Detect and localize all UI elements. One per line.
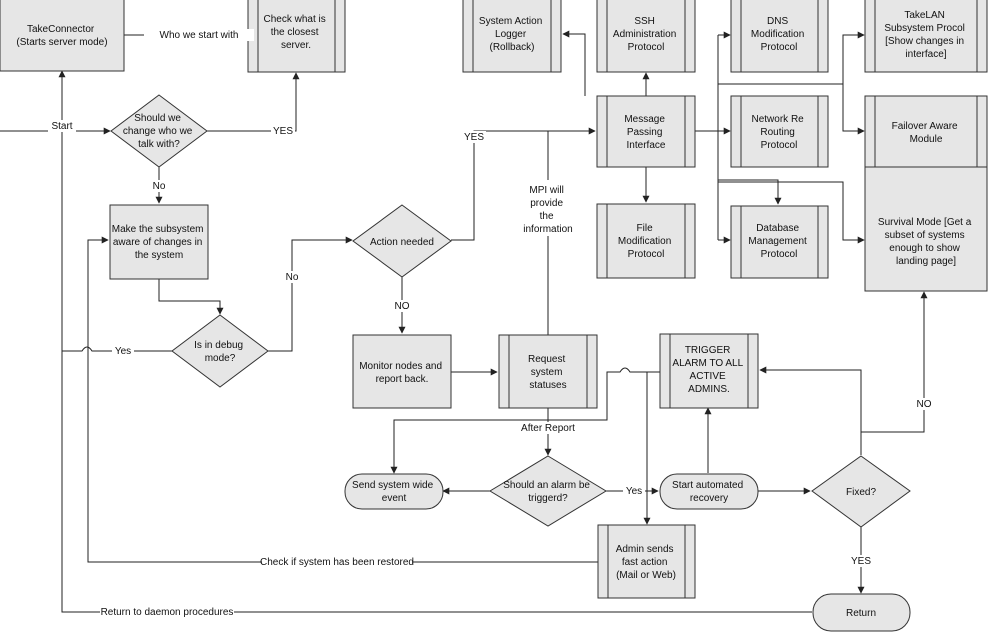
survival-mode-process: Survival Mode [Get a subset of systems e… (864, 166, 988, 292)
node-text: TakeConnector (Starts server mode) (16, 24, 107, 48)
edge-mpi-to-logger (562, 30, 586, 96)
trigger-alarm-subprocess: TRIGGER ALARM TO ALL ACTIVE ADMINS. (659, 333, 759, 409)
takelan-subprocess: TakeLAN Subsystem Procol [Show changes i… (864, 0, 988, 73)
label-yes-change: YES (273, 126, 293, 137)
node-text: Action needed (370, 237, 434, 248)
label-yes-debug: Yes (115, 346, 131, 357)
label-who-we-start: Who we start with (160, 30, 239, 41)
request-status-subprocess: Request system statuses (498, 334, 598, 409)
edge-aware-to-debug (158, 279, 224, 315)
return-terminator: Return (812, 593, 911, 632)
label-no-fixed: NO (917, 399, 932, 410)
label-yes-action: YES (464, 132, 484, 143)
edge-bus-to-failover (842, 84, 865, 135)
label-check-restored: Check if system has been restored (260, 557, 414, 568)
node-text: Return (846, 608, 876, 619)
admin-sends-subprocess: Admin sends fast action (Mail or Web) (597, 524, 696, 599)
label-return-daemon: Return to daemon procedures (101, 607, 234, 618)
node-text: Make the subsystem aware of changes in t… (112, 224, 207, 261)
label-yes-fixed: YES (851, 556, 871, 567)
node-text: Network Re Routing Protocol (751, 114, 806, 151)
edge-trigger-to-admin (606, 367, 660, 524)
node-text: DNS Modification Protocol (751, 16, 807, 53)
node-text: Database Management Protocol (748, 223, 809, 260)
edge-should-change-yes (207, 72, 300, 132)
system-logger-subprocess: System Action Logger (Rollback) (462, 0, 562, 73)
node-text: Monitor nodes and report back. (359, 361, 445, 385)
node-text: Failover Aware Module (892, 121, 961, 145)
should-alarm-decision: Should an alarm be triggerd? (489, 455, 607, 527)
file-modification-subprocess: File Modification Protocol (596, 203, 696, 279)
node-text: Send system wide event (352, 480, 436, 504)
network-reroute-subprocess: Network Re Routing Protocol (730, 95, 829, 168)
node-text: Survival Mode [Get a subset of systems e… (878, 217, 974, 267)
node-text: Fixed? (846, 487, 876, 498)
node-text: Admin sends fast action (Mail or Web) (616, 544, 677, 581)
takeconnector-process: TakeConnector (Starts server mode) (0, 0, 125, 72)
dns-modification-subprocess: DNS Modification Protocol (730, 0, 829, 73)
node-text: Request system statuses (528, 354, 568, 391)
node-text: SSH Administration Protocol (613, 16, 679, 53)
edge-bus-to-takelan (718, 31, 865, 85)
message-passing-subprocess: Message Passing Interface (596, 95, 696, 168)
check-closest-subprocess: Check what is the closest server. (247, 0, 346, 73)
edge-fixed-to-trigger (759, 366, 862, 455)
failover-subprocess: Failover Aware Module (864, 95, 988, 168)
node-text: Should an alarm be triggerd? (503, 480, 593, 504)
send-event-terminator: Send system wide event (344, 473, 444, 510)
node-text: MPI will provide the information (523, 185, 572, 235)
label-yes-alarm: Yes (626, 486, 642, 497)
monitor-nodes-process: Monitor nodes and report back. (352, 334, 452, 409)
label-no-change: No (153, 181, 166, 192)
node-text: File Modification Protocol (618, 223, 674, 260)
node-text: TakeLAN Subsystem Procol [Show changes i… (884, 10, 967, 60)
is-debug-decision: Is in debug mode? (171, 314, 269, 388)
node-text: Message Passing Interface (624, 114, 667, 151)
make-aware-process: Make the subsystem aware of changes in t… (109, 204, 209, 280)
edge-action-yes (451, 127, 596, 241)
label-no-debug: No (286, 272, 299, 283)
label-no-action: NO (395, 301, 410, 312)
node-text: System Action Logger (Rollback) (479, 16, 545, 53)
node-text: Is in debug mode? (194, 340, 246, 364)
action-needed-decision: Action needed (352, 204, 452, 278)
mpi-note: MPI will provide the information (512, 180, 584, 236)
ssh-admin-subprocess: SSH Administration Protocol (596, 0, 696, 73)
edge-return-to-daemon (61, 71, 812, 613)
edge-debug-yes (58, 70, 172, 352)
node-text: Check what is the closest server. (263, 14, 328, 51)
node-text: Should we change who we talk with? (123, 113, 195, 150)
node-text: Start automated recovery (672, 480, 746, 504)
fixed-decision: Fixed? (811, 455, 911, 528)
should-change-decision: Should we change who we talk with? (110, 94, 208, 168)
edge-debug-no (268, 236, 353, 352)
edge-bus-to-database-top (718, 179, 782, 205)
edge-labels: Who we start with Start YES No No Yes YE… (48, 29, 935, 618)
label-start: Start (51, 121, 72, 132)
edge-fixed-no (861, 291, 928, 433)
edge-bus-to-survival (718, 181, 865, 244)
start-recovery-terminator: Start automated recovery (659, 473, 759, 510)
node-text: TRIGGER ALARM TO ALL ACTIVE ADMINS. (672, 345, 745, 395)
database-subprocess: Database Management Protocol (730, 205, 829, 279)
label-after-report: After Report (521, 423, 575, 434)
